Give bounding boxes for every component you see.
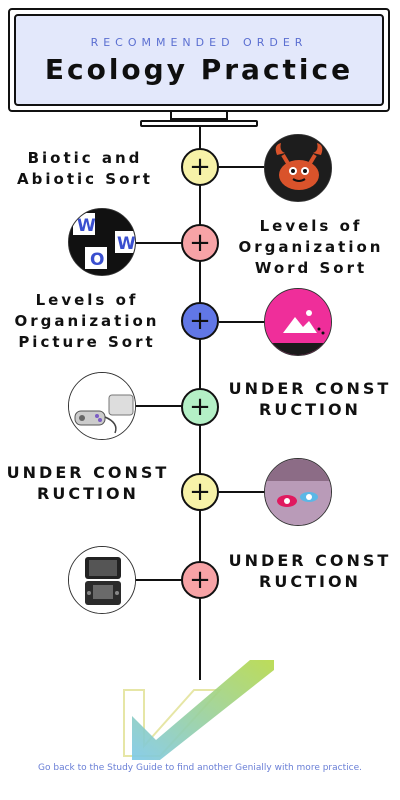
connector-line <box>136 405 182 407</box>
svg-text:W: W <box>77 216 96 236</box>
node-plus-button[interactable]: + <box>181 224 219 262</box>
page-title: Ecology Practice <box>44 53 354 86</box>
monitor-stand-base <box>140 120 258 127</box>
header-subtitle: RECOMMENDED ORDER <box>90 36 308 49</box>
fidget-spinner-icon[interactable] <box>264 458 332 526</box>
node-plus-button[interactable]: + <box>181 473 219 511</box>
plus-icon: + <box>189 565 211 595</box>
connector-line <box>136 579 182 581</box>
connector-line <box>219 166 265 168</box>
header-screen: RECOMMENDED ORDER Ecology Practice <box>14 14 384 106</box>
connector-line <box>219 491 265 493</box>
plus-icon: + <box>189 477 211 507</box>
activity-label-under-construction[interactable]: UNDER CONSTRUCTION <box>228 551 392 591</box>
connector-line <box>219 321 265 323</box>
node-plus-button[interactable]: + <box>181 148 219 186</box>
activity-label-biotic-abiotic[interactable]: Biotic and Abiotic Sort <box>17 149 153 188</box>
node-plus-button[interactable]: + <box>181 561 219 599</box>
activity-label-under-construction[interactable]: UNDER CONSTRUCTION <box>228 379 392 419</box>
node-plus-button[interactable]: + <box>181 302 219 340</box>
monitor-stand-neck <box>170 112 228 120</box>
plus-icon: + <box>189 392 211 422</box>
activity-label-word-sort[interactable]: Levels of Organization Word Sort <box>238 217 384 277</box>
svg-text:W: W <box>117 234 136 254</box>
connector-line <box>136 242 182 244</box>
plus-icon: + <box>189 152 211 182</box>
footer-link[interactable]: Go back to the Study Guide to find anoth… <box>38 763 362 773</box>
handheld-console-icon[interactable] <box>68 546 136 614</box>
node-plus-button[interactable]: + <box>181 388 219 426</box>
activity-label-picture-sort[interactable]: Levels of Organization Picture Sort <box>14 291 160 351</box>
activity-label-under-construction[interactable]: UNDER CONSTRUCTION <box>6 463 170 503</box>
plus-icon: + <box>189 306 211 336</box>
picture-icon[interactable] <box>264 288 332 356</box>
plus-icon: + <box>189 228 211 258</box>
header-monitor: RECOMMENDED ORDER Ecology Practice <box>8 8 390 112</box>
game-controller-icon[interactable] <box>68 372 136 440</box>
svg-text:O: O <box>90 250 104 270</box>
crab-icon[interactable] <box>264 134 332 202</box>
checkmark-icon <box>123 660 274 760</box>
word-tiles-icon[interactable]: W W O <box>68 208 136 276</box>
